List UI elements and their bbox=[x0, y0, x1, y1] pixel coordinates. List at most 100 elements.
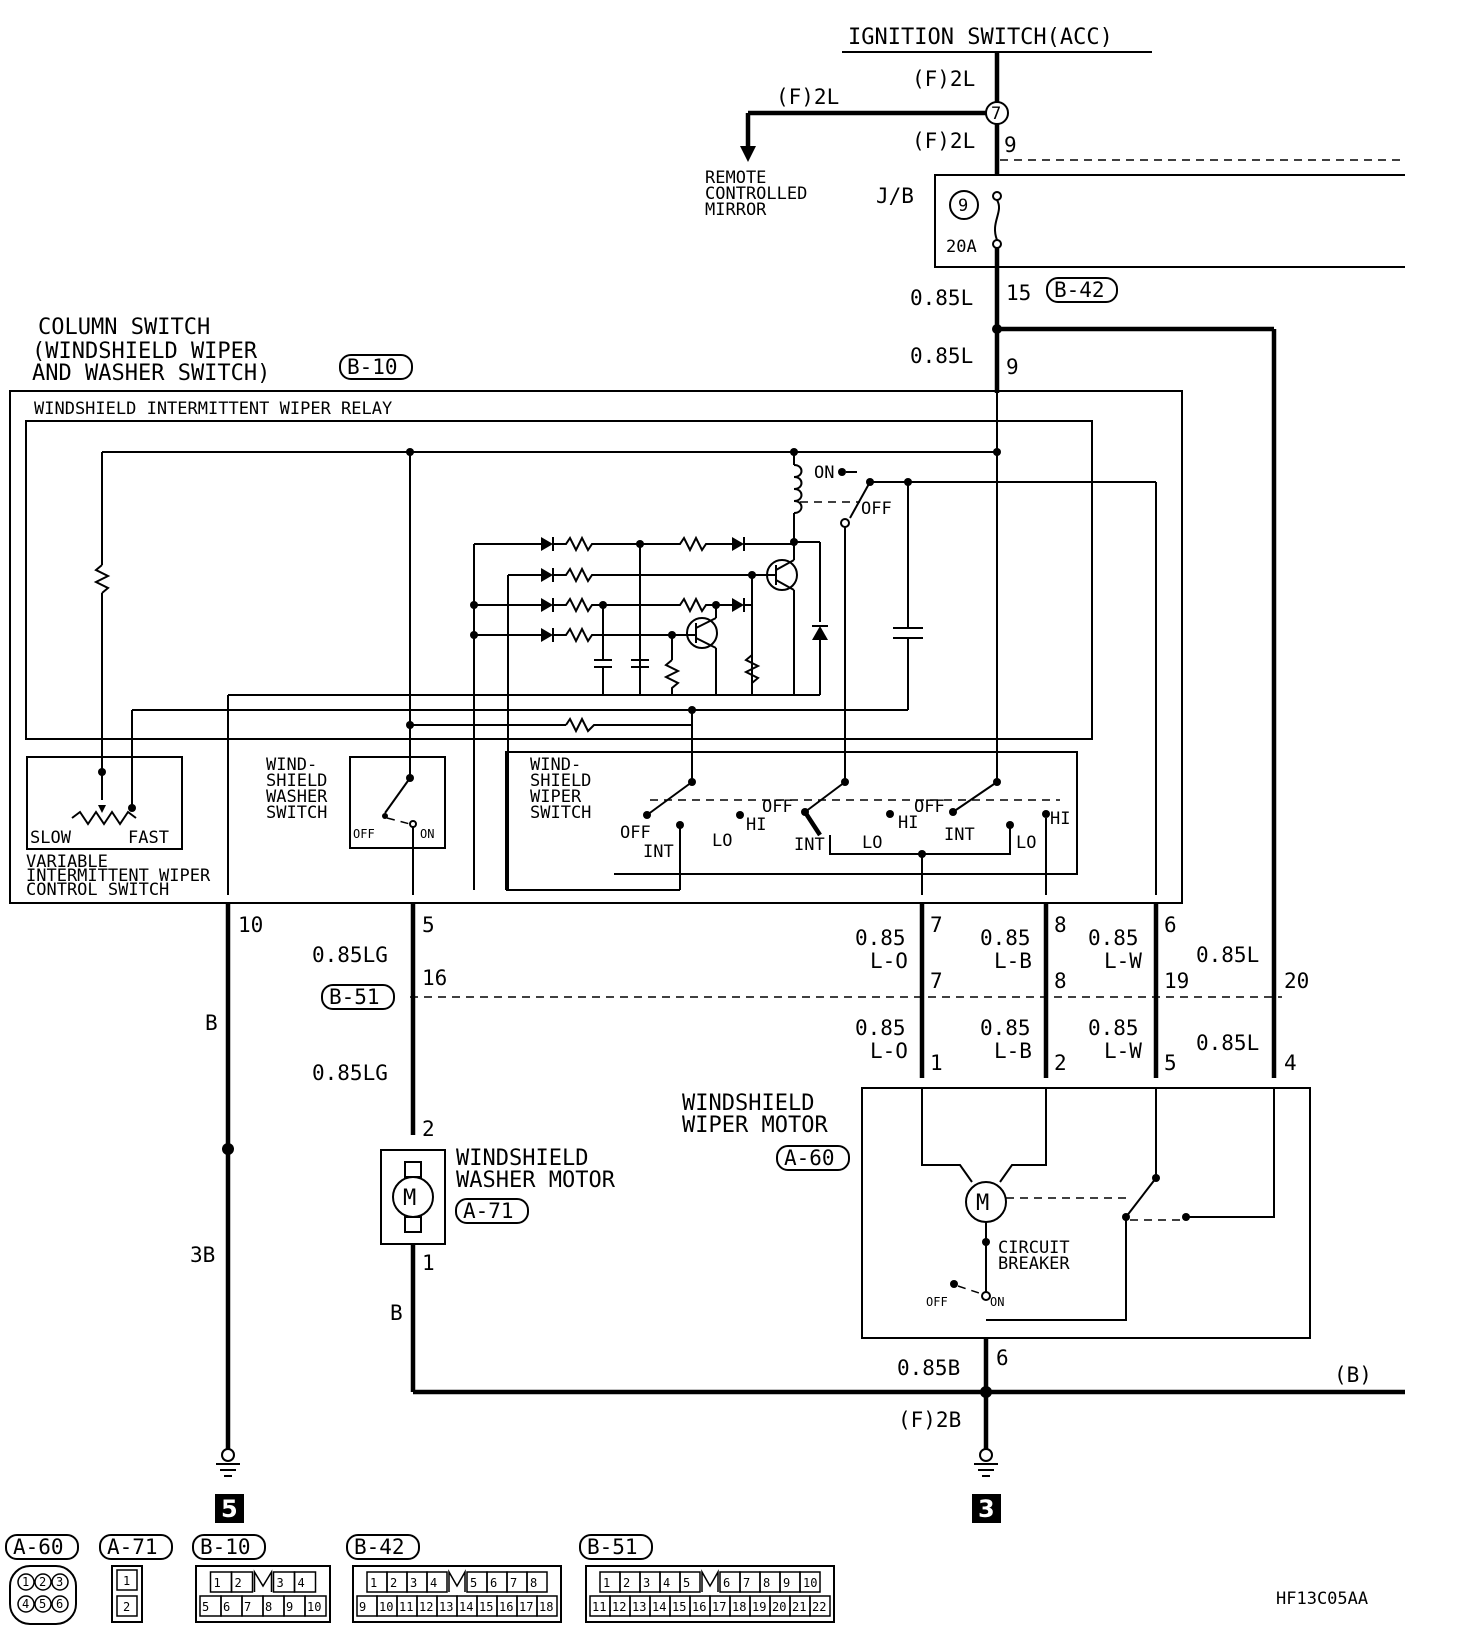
relay-coil-icon bbox=[793, 464, 803, 514]
variable-switch-label: VARIABLE bbox=[26, 852, 108, 872]
ground-number: 5 bbox=[221, 1495, 238, 1523]
key-icon bbox=[448, 1569, 466, 1592]
connector-pin-label: 14 bbox=[652, 1600, 666, 1614]
fuse-number: 9 bbox=[958, 196, 968, 216]
wiper-switch-label: WIND- bbox=[530, 755, 581, 775]
connector-a71-pins: 12 bbox=[116, 1569, 138, 1617]
connector-pin bbox=[809, 1595, 831, 1617]
contact-hi bbox=[1042, 810, 1050, 818]
pin-label: 19 bbox=[1164, 969, 1189, 993]
pin-label: 9 bbox=[1006, 355, 1019, 379]
wiper-switch-label: WIPER bbox=[530, 787, 582, 807]
resistor-icon bbox=[93, 564, 111, 594]
transistor-icon bbox=[775, 559, 795, 571]
wiper-int-label: INT bbox=[944, 825, 975, 845]
connector-tag-label: A-71 bbox=[463, 1199, 514, 1223]
pin-label: 2 bbox=[422, 1117, 435, 1141]
pin-label: 7 bbox=[930, 969, 943, 993]
wire-label: 0.85L bbox=[1196, 1031, 1259, 1055]
washer-switch-label: WASHER bbox=[266, 787, 328, 807]
transistor-icon bbox=[695, 617, 717, 629]
washer-on-label: ON bbox=[420, 827, 434, 841]
connector-tag-label: B-10 bbox=[347, 355, 398, 379]
connector-pin-label: 6 bbox=[490, 1576, 497, 1590]
connector-pin-label: 1 bbox=[214, 1576, 221, 1590]
wire-label: L-B bbox=[994, 949, 1032, 973]
pin-label: 4 bbox=[1284, 1051, 1297, 1075]
connector-pin-label: 4 bbox=[22, 1597, 29, 1611]
contact-int bbox=[676, 821, 684, 829]
connector-outline bbox=[352, 1565, 562, 1623]
wiper-int-label: INT bbox=[794, 835, 825, 855]
pin-label: 8 bbox=[1054, 969, 1067, 993]
connector-pin-label: 3 bbox=[56, 1575, 63, 1589]
diode-icon bbox=[732, 598, 744, 612]
wire-label: (F)2L bbox=[776, 85, 839, 109]
connector-pin-label: 17 bbox=[519, 1600, 533, 1614]
remote-label: MIRROR bbox=[705, 200, 767, 220]
contact-off bbox=[840, 518, 850, 528]
washer-switch-label: WIND- bbox=[266, 755, 317, 775]
pin-label: 1 bbox=[930, 1051, 943, 1075]
source-label: IGNITION SWITCH(ACC) bbox=[848, 25, 1113, 50]
connector-pin-label: 1 bbox=[22, 1575, 29, 1589]
connector-pin-label: 5 bbox=[202, 1600, 209, 1614]
pin-label: 7 bbox=[930, 913, 943, 937]
connector-pin-label: 1 bbox=[370, 1576, 377, 1590]
contact-off bbox=[643, 811, 651, 819]
contact-off bbox=[949, 808, 957, 816]
fuse-icon bbox=[994, 199, 1000, 241]
contact-off bbox=[950, 1280, 958, 1288]
motor-wire bbox=[1186, 1088, 1275, 1218]
connector-pin-label: 6 bbox=[56, 1597, 63, 1611]
motor-m: M bbox=[976, 1191, 989, 1216]
connector-pin-label: 16 bbox=[692, 1600, 706, 1614]
connector-pin-label: 7 bbox=[743, 1576, 750, 1590]
diode-icon bbox=[541, 537, 553, 551]
connector-pin bbox=[116, 1595, 138, 1617]
connector-pin-label: 12 bbox=[612, 1600, 626, 1614]
relay-off-label: OFF bbox=[861, 499, 892, 519]
wiper-switch-label: SHIELD bbox=[530, 771, 591, 791]
connector-pin bbox=[679, 1571, 701, 1593]
connector-tag-label: B-51 bbox=[587, 1535, 638, 1559]
connector-tag-label: A-60 bbox=[13, 1535, 64, 1559]
connector-pin-label: 13 bbox=[439, 1600, 453, 1614]
connector-pin bbox=[293, 1571, 317, 1593]
contact-on bbox=[981, 1291, 991, 1301]
figure-code: HF13C05AA bbox=[1276, 1589, 1368, 1609]
connector-pin-label: 19 bbox=[752, 1600, 766, 1614]
wire-label: L-O bbox=[870, 1039, 908, 1063]
wire-label: 0.85 bbox=[855, 926, 906, 950]
motor-wire bbox=[921, 1088, 973, 1183]
fast-label: FAST bbox=[128, 828, 169, 848]
washer-switch-arm bbox=[384, 777, 411, 814]
connector-pin-label: 8 bbox=[763, 1576, 770, 1590]
diode-icon bbox=[541, 598, 553, 612]
relay-on-label: ON bbox=[814, 463, 834, 483]
contact-hi bbox=[886, 810, 894, 818]
wire-label: 0.85B bbox=[897, 1356, 960, 1380]
connector-pin-label: 13 bbox=[632, 1600, 646, 1614]
connector-pin-label: 8 bbox=[265, 1600, 272, 1614]
resistor-icon bbox=[553, 566, 752, 584]
pin-label: 5 bbox=[422, 913, 435, 937]
cb-on-label: ON bbox=[990, 1295, 1004, 1309]
relay-contact-arm bbox=[849, 481, 871, 519]
ground-number: 3 bbox=[978, 1495, 995, 1523]
wiper-off-label: OFF bbox=[914, 797, 945, 817]
connector-tag-label: B-42 bbox=[354, 1535, 405, 1559]
splice-dot bbox=[222, 1143, 234, 1155]
contact-on bbox=[409, 820, 417, 828]
key-icon bbox=[701, 1569, 719, 1592]
connector-pin-label: 15 bbox=[479, 1600, 493, 1614]
splice-dot bbox=[982, 1238, 990, 1246]
relay-box bbox=[25, 420, 1093, 740]
connector-tag bbox=[99, 1534, 173, 1560]
splice-dot bbox=[470, 601, 478, 609]
fuse-terminal bbox=[992, 239, 1002, 249]
connector-pin-label: 5 bbox=[683, 1576, 690, 1590]
wiper-switch-arm bbox=[952, 781, 998, 813]
fuse-rating: 20A bbox=[946, 237, 977, 257]
column-switch-box bbox=[9, 390, 1183, 904]
